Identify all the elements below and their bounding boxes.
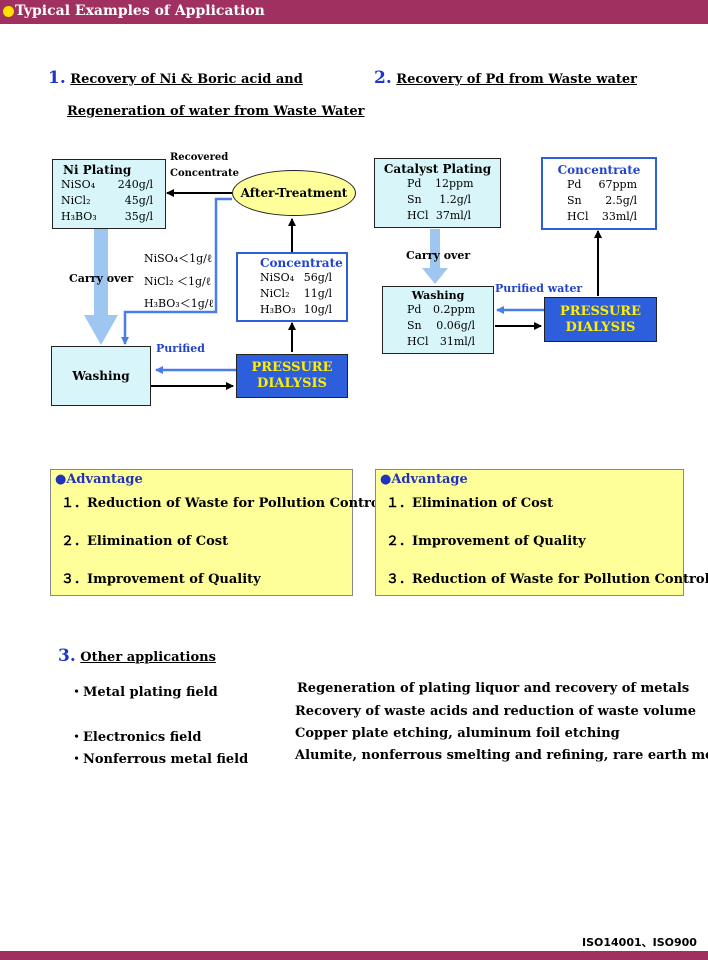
application-desc: Copper plate etching, aluminum foil etch… xyxy=(295,726,620,741)
application-desc: Regeneration of plating liquor and recov… xyxy=(297,681,690,696)
section1-number: 1. xyxy=(48,68,66,88)
purified-label-1: Purified xyxy=(156,342,205,355)
footer-bar xyxy=(0,951,708,960)
application-desc: Recovery of waste acids and reduction of… xyxy=(295,704,696,719)
catalyst-plating-title: Catalyst Plating xyxy=(383,162,492,176)
purified-water-line-1 xyxy=(121,197,232,345)
iso-certification: ISO14001、ISO900 xyxy=(582,936,697,949)
limit-nicl2: NiCl₂ ＜1g/ℓ xyxy=(144,275,211,288)
recovered-label-line1: Recovered xyxy=(170,152,229,163)
washing-box-1: Washing xyxy=(51,346,151,406)
after-treatment-label: After-Treatment xyxy=(240,186,348,200)
application-desc: Alumite, nonferrous smelting and refinin… xyxy=(295,748,708,763)
advantage-item: ２．Elimination of Cost xyxy=(61,534,229,549)
section3-number: 3. xyxy=(58,646,76,666)
section1-heading: 1. Recovery of Ni & Boric acid and xyxy=(48,68,303,88)
advantage-item: １．Reduction of Waste for Pollution Contr… xyxy=(61,496,385,511)
carry-over-arrow-1 xyxy=(84,228,118,345)
advantage-item: ３．Reduction of Waste for Pollution Contr… xyxy=(386,572,708,587)
section3-heading: 3. Other applications xyxy=(58,646,216,666)
advantage-panel-left: ●Advantage １．Reduction of Waste for Poll… xyxy=(50,469,385,596)
dialysis-label-1: DIALYSIS xyxy=(257,376,327,391)
application-field: ・Metal plating field xyxy=(70,685,218,700)
section1-heading-line2: Regeneration of water from Waste Water xyxy=(67,104,365,119)
page-title: Typical Examples of Application xyxy=(15,3,265,19)
concentrate-title-2: Concentrate xyxy=(557,163,641,177)
limit-h3bo3: H₃BO₃＜1g/ℓ xyxy=(144,297,214,310)
concentrate-title-1: Concentrate xyxy=(260,256,343,270)
pressure-dialysis-box-2: PRESSURE DIALYSIS xyxy=(544,297,657,342)
section2-number: 2. xyxy=(374,68,392,88)
ni-plating-title: Ni Plating xyxy=(63,163,132,177)
advantage-item: ３．Improvement of Quality xyxy=(61,572,261,587)
section2-heading: 2. Recovery of Pd from Waste water xyxy=(374,68,637,88)
section1-title-line2: Regeneration of water from Waste Water xyxy=(67,104,365,119)
application-field: ・Nonferrous metal field xyxy=(70,752,249,767)
after-treatment-node: After-Treatment xyxy=(232,170,356,216)
carry-over-arrow-2 xyxy=(422,229,448,284)
yellow-dot-icon xyxy=(3,6,14,17)
header-bar: Typical Examples of Application xyxy=(0,0,708,24)
section2-title: Recovery of Pd from Waste water xyxy=(396,72,638,87)
carry-over-label-1: Carry over xyxy=(69,272,134,285)
washing-label-1: Washing xyxy=(72,369,130,383)
purified-water-label: Purified water xyxy=(495,282,583,295)
advantage-panel-right: ●Advantage １．Elimination of Cost ２．Impro… xyxy=(375,469,708,596)
advantage-heading-right: ●Advantage xyxy=(380,472,468,487)
advantage-item: ２．Improvement of Quality xyxy=(386,534,586,549)
dialysis-label-2: DIALYSIS xyxy=(565,319,636,335)
application-field: ・Electronics field xyxy=(70,730,202,745)
pressure-label-1: PRESSURE xyxy=(251,360,333,375)
carry-over-label-2: Carry over xyxy=(406,249,471,262)
recovered-label-line2: Concentrate xyxy=(170,168,239,179)
washing-title-2: Washing xyxy=(411,289,465,302)
advantage-heading-left: ●Advantage xyxy=(55,472,143,487)
limit-nisо4: NiSO₄＜1g/ℓ xyxy=(144,252,213,265)
advantage-item: １．Elimination of Cost xyxy=(386,496,554,511)
section3-title: Other applications xyxy=(80,650,216,665)
pressure-dialysis-box-1: PRESSURE DIALYSIS xyxy=(236,354,348,398)
pressure-label-2: PRESSURE xyxy=(559,303,642,319)
section1-title-line1: Recovery of Ni & Boric acid and xyxy=(70,72,303,87)
